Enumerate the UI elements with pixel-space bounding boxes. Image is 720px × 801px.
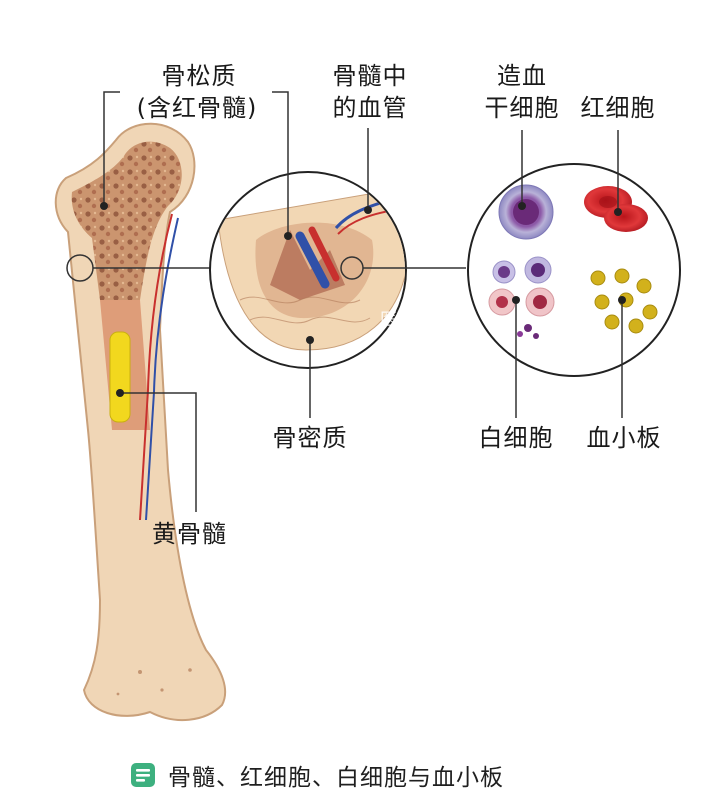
leader-dots <box>100 202 626 397</box>
bone-artery <box>139 213 173 521</box>
label-stem-line2: 干细胞 <box>484 94 560 122</box>
yellow-marrow-region <box>109 331 131 423</box>
label-compact-bone: 骨密质 <box>272 424 348 452</box>
label-rbc: 红细胞 <box>580 94 656 122</box>
caption-text: 骨髓、红细胞、白细胞与血小板 <box>168 765 504 791</box>
watermark: 医典 <box>380 310 414 330</box>
bone-section-zoom <box>209 171 407 369</box>
platelets <box>590 268 658 334</box>
label-wbc: 白细胞 <box>478 424 554 452</box>
label-platelet: 血小板 <box>586 424 662 452</box>
bone-vein <box>145 217 179 521</box>
label-vessel-line2: 的血管 <box>332 94 408 122</box>
leader-lines <box>103 91 623 512</box>
label-stem-line1: 造血 <box>497 62 547 90</box>
femur <box>54 122 227 722</box>
label-yellow-marrow: 黄骨髓 <box>152 520 227 548</box>
document-icon <box>131 763 155 787</box>
label-vessel-line1: 骨髓中 <box>332 62 408 90</box>
cancellous-bone-region <box>71 141 182 300</box>
label-cancellous-line2: (含红骨髓) <box>136 94 258 122</box>
figure-caption: 骨髓、红细胞、白细胞与血小板 <box>130 755 504 795</box>
blood-cells-zoom <box>467 163 681 377</box>
label-cancellous-line1: 骨松质 <box>161 62 237 90</box>
